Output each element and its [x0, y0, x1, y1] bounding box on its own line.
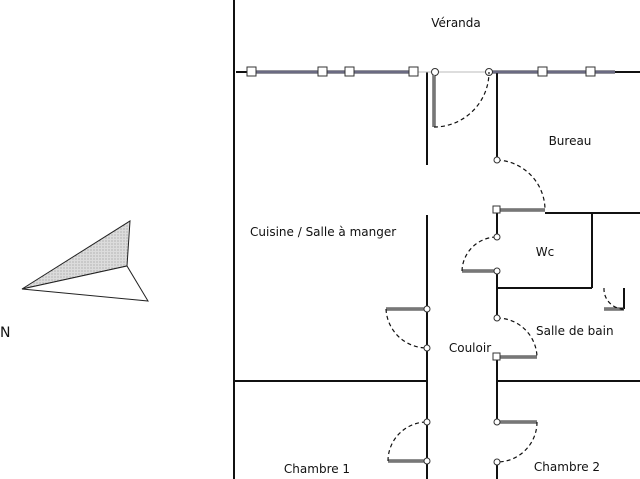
- compass: N: [0, 220, 149, 341]
- room-labels: Véranda Bureau Cuisine / Salle à manger …: [250, 16, 614, 476]
- room-label-chambre2: Chambre 2: [534, 460, 600, 474]
- compass-arrow-outline: [21, 265, 149, 302]
- north-label: N: [0, 325, 10, 341]
- doors: [385, 71, 625, 466]
- room-label-bureau: Bureau: [549, 134, 592, 148]
- room-label-veranda: Véranda: [431, 16, 481, 30]
- room-label-wc: Wc: [536, 245, 554, 259]
- room-label-couloir: Couloir: [449, 341, 491, 355]
- windows: [246, 66, 615, 77]
- room-label-cuisine: Cuisine / Salle à manger: [250, 225, 396, 239]
- room-label-chambre1: Chambre 1: [284, 462, 350, 476]
- room-label-salle-de-bain: Salle de bain: [536, 324, 614, 338]
